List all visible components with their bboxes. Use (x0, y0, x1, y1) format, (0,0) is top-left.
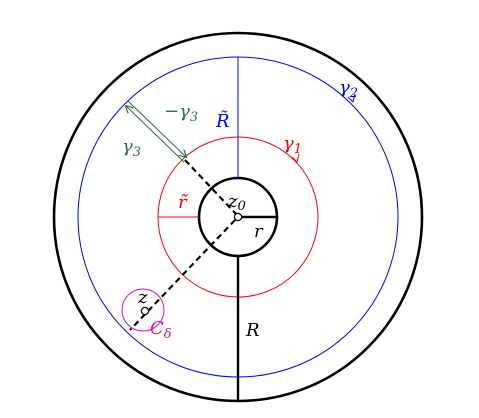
label-gamma1: γ1 (283, 133, 302, 157)
point-z (140, 306, 150, 316)
label-z0: z0 (227, 191, 246, 214)
gamma2-direction-arrow (347, 93, 356, 103)
dashed-segment-upper (184, 159, 237, 215)
label-r: r (254, 221, 264, 242)
contour-C-delta-circle (121, 288, 165, 332)
label-R-tilde: R̃ (215, 110, 230, 132)
point-z0 (233, 212, 243, 222)
label-r-tilde: r̃ (178, 192, 188, 213)
label-R: R (245, 320, 260, 341)
contour-gamma3-segment-b (126, 106, 185, 163)
label-gamma3: γ3 (122, 136, 141, 160)
label-gamma2: γ2 (339, 77, 358, 101)
label-C-delta: Cδ (150, 318, 172, 342)
dashed-segment-lower (129, 219, 236, 331)
label-minus-gamma3: −γ3 (164, 101, 198, 125)
label-z: z (137, 287, 148, 308)
gamma1-direction-arrow (291, 153, 300, 163)
contour-gamma3-segment-a (127, 100, 186, 157)
